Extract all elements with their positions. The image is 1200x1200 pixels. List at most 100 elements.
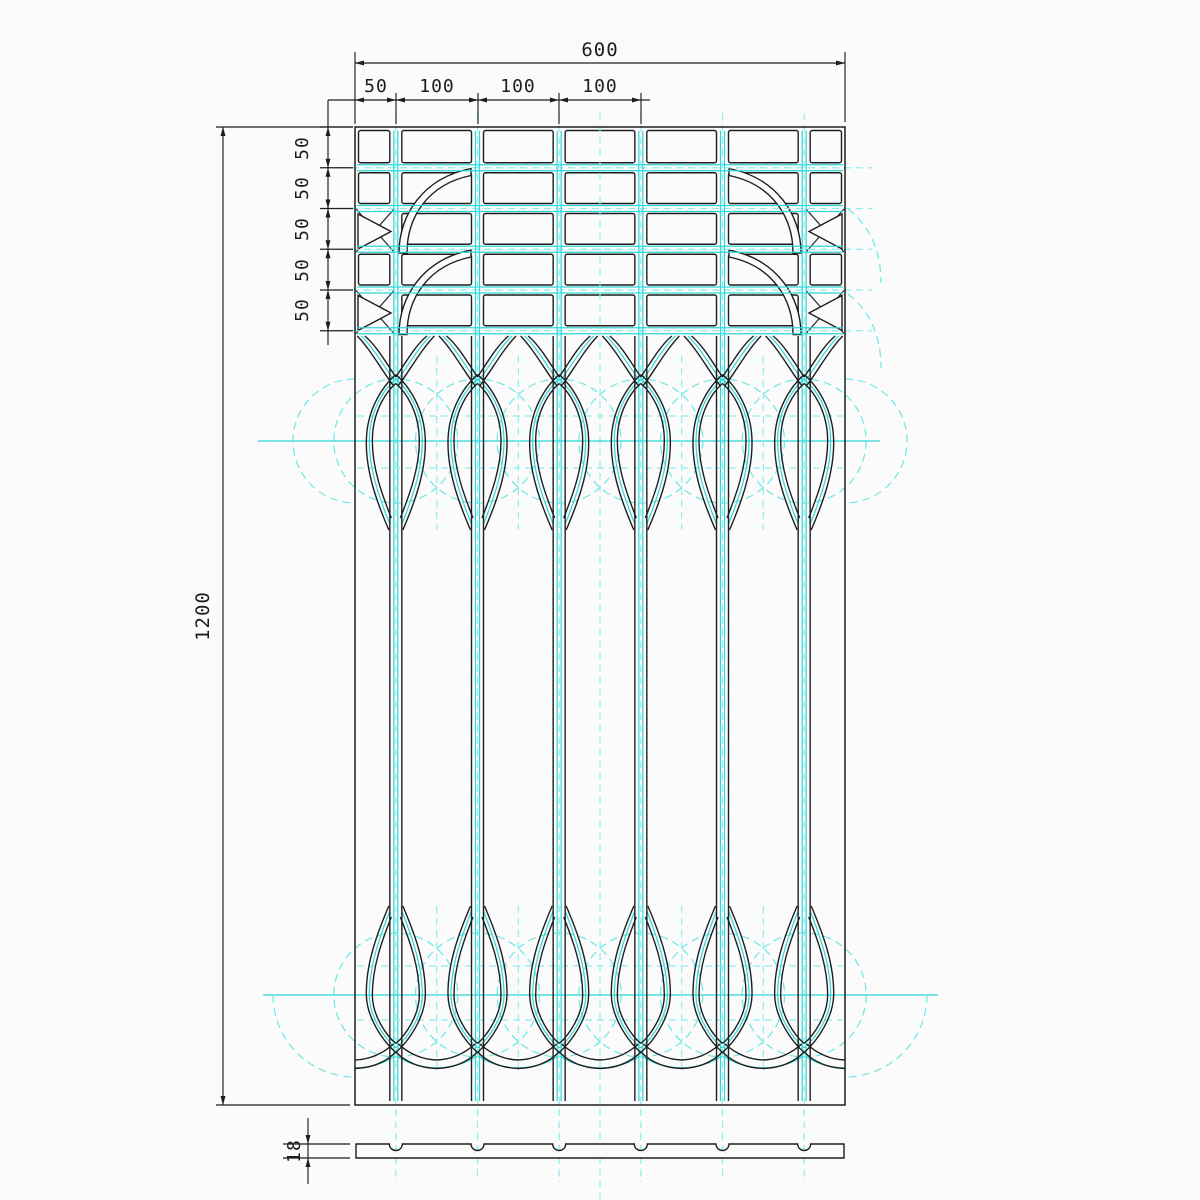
- triangle-ornament: [357, 212, 393, 251]
- triangle-ornament: [357, 294, 393, 332]
- dimension-arrow: [469, 97, 478, 103]
- teardrop-outer-top: [803, 373, 835, 531]
- teardrop-inner-bottom: [477, 916, 502, 1045]
- dim-top-chain-100c: 100: [582, 76, 618, 97]
- teardrop-outer-bottom: [528, 905, 560, 1054]
- scallop-outer: [558, 1051, 601, 1070]
- branch-band: [728, 167, 802, 254]
- arch-inner: [438, 335, 476, 386]
- dimension-arrow: [355, 60, 364, 66]
- teardrop-midline-top: [722, 378, 750, 525]
- dim-overall-width: 600: [581, 39, 618, 61]
- dimension-arrow: [632, 97, 641, 103]
- dimension-arrow: [325, 127, 331, 136]
- scallop-outer: [395, 1051, 437, 1070]
- arch-outer: [558, 335, 591, 378]
- grid-opening: [482, 294, 554, 327]
- scallop-inner: [599, 1043, 639, 1061]
- teardrop-outer-top: [692, 373, 723, 531]
- dimension-arrow: [836, 60, 845, 66]
- dimension-arrow: [478, 97, 487, 103]
- grid-opening: [401, 129, 473, 164]
- dim-top-chain-100b: 100: [500, 76, 536, 97]
- grid-opening: [357, 172, 391, 205]
- teardrop-midline-bottom: [695, 910, 723, 1049]
- grid-opening: [357, 253, 391, 286]
- grid-opening: [482, 172, 554, 205]
- teardrop-midline-top: [368, 378, 397, 525]
- teardrop-inner-top: [698, 382, 723, 519]
- arch-outer: [527, 335, 560, 378]
- teardrop-inner-top: [616, 382, 642, 519]
- teardrop-inner-bottom: [722, 916, 747, 1045]
- dimension-arrow: [220, 127, 226, 136]
- arch-inner: [806, 335, 844, 386]
- dimension-arrow: [325, 290, 331, 299]
- edge-arc-top-right: [844, 378, 908, 504]
- teardrop-inner-top: [779, 382, 805, 519]
- scallop-inner: [436, 1043, 476, 1061]
- teardrop-inner-top: [453, 382, 478, 519]
- teardrop-inner-top: [534, 382, 560, 519]
- ornament-bands-layer: [355, 167, 845, 336]
- grid-opening: [357, 129, 391, 164]
- teardrop-inner-bottom: [779, 916, 805, 1045]
- scallop-outer: [681, 1051, 723, 1070]
- arch-outer: [772, 335, 805, 378]
- teardrop-outer-top: [610, 373, 642, 531]
- arch-outer: [609, 335, 642, 378]
- teardrop-outer-top: [477, 373, 508, 531]
- arch-outer: [476, 335, 509, 378]
- grid-opening: [646, 253, 718, 286]
- construction-lines-layer: [258, 113, 938, 1200]
- teardrop-midline-top: [777, 378, 805, 525]
- grid-opening: [809, 172, 843, 205]
- scallop-inner: [681, 1043, 721, 1061]
- dimension-arrow: [305, 1135, 311, 1144]
- arch-inner: [479, 335, 517, 386]
- arch-outer: [395, 335, 428, 378]
- grid-opening: [482, 129, 554, 164]
- teardrop-midline-top: [477, 378, 505, 525]
- teardrop-midline-top: [450, 378, 478, 525]
- teardrop-midline-top: [532, 378, 560, 525]
- teardrop-midline-top: [395, 378, 423, 525]
- dimension-arrow: [387, 97, 396, 103]
- teardrop-outer-bottom: [395, 905, 427, 1054]
- arch-inner: [724, 335, 762, 386]
- teardrop-midline-top: [695, 378, 723, 525]
- arch-outer: [640, 335, 673, 378]
- teardrop-outer-top: [722, 373, 753, 531]
- teardrop-outer-top: [528, 373, 560, 531]
- teardrop-outer-top: [773, 373, 805, 531]
- teardrop-outer-bottom: [447, 905, 478, 1054]
- scallop-outer: [354, 1051, 397, 1070]
- teardrop-inner-top: [395, 382, 421, 519]
- teardrop-inner-top: [371, 382, 397, 519]
- dimension-arrow: [325, 249, 331, 259]
- arch-outer: [364, 335, 397, 378]
- dimension-arrow: [220, 1096, 226, 1105]
- arch-outer: [691, 335, 724, 378]
- teardrop-outer-top: [447, 373, 478, 531]
- edge-arc-grid-right: [847, 293, 882, 369]
- teardrop-midline-top: [640, 378, 668, 525]
- teardrop-inner-top: [558, 382, 584, 519]
- teardrop-midline-bottom: [777, 910, 805, 1049]
- dimension-labels-layer: 600 50 100 100 100 1200 50 50 50 50 50 1…: [192, 39, 618, 1163]
- teardrop-inner-bottom: [558, 916, 584, 1045]
- dimension-arrow: [325, 158, 331, 168]
- teardrop-midline-bottom: [803, 910, 832, 1049]
- teardrop-midline-bottom: [395, 910, 423, 1049]
- dimension-arrow: [325, 199, 331, 209]
- arch-outer: [446, 335, 479, 378]
- teardrop-midline-bottom: [477, 910, 505, 1049]
- teardrop-outer-top: [640, 373, 672, 531]
- grid-opening: [809, 253, 843, 286]
- dimension-arrow: [325, 167, 331, 177]
- teardrop-outer-bottom: [640, 905, 672, 1054]
- grid-opening: [646, 129, 718, 164]
- grid-opening: [727, 172, 799, 205]
- part-outline-layer: [216, 52, 846, 1184]
